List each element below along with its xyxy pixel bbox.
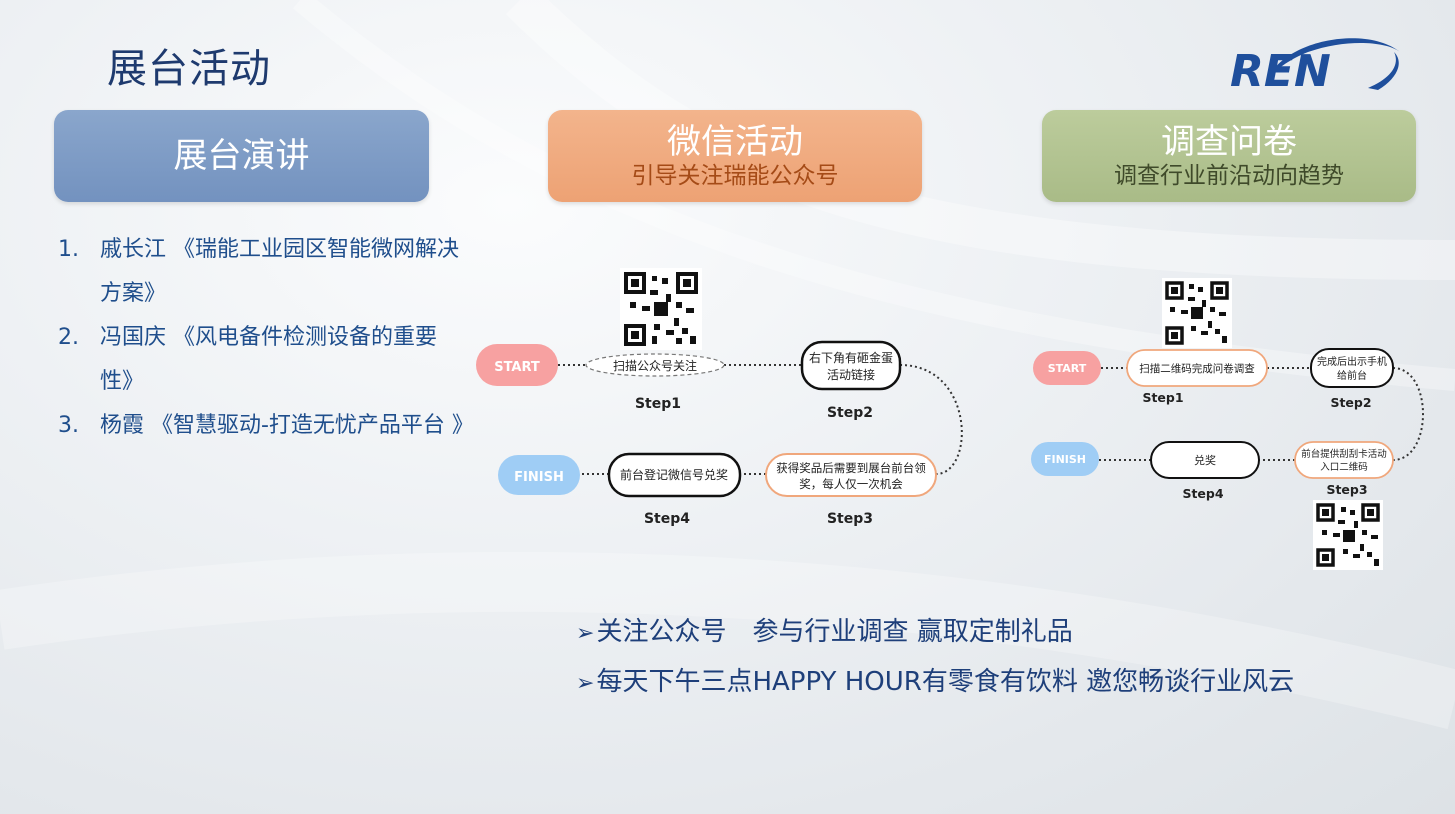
svg-text:Step4: Step4 (1182, 486, 1223, 501)
finish-pill (498, 455, 580, 495)
svg-text:Step3: Step3 (827, 511, 873, 527)
svg-text:FINISH: FINISH (1044, 453, 1086, 466)
section-subtitle: 调查行业前沿动向趋势 (1114, 163, 1344, 189)
finish-pill (1031, 442, 1099, 476)
svg-text:前台登记微信号兑奖: 前台登记微信号兑奖 (620, 467, 728, 482)
qr-code-icon (1162, 278, 1232, 348)
step1-node (1126, 349, 1268, 387)
svg-text:活动链接: 活动链接 (827, 367, 875, 382)
svg-text:START: START (494, 360, 540, 375)
section-subtitle: 引导关注瑞能公众号 (631, 163, 839, 189)
arrow-bullet-icon: ➢ (576, 621, 595, 646)
step2-node (1310, 348, 1394, 388)
svg-text:扫描公众号关注: 扫描公众号关注 (613, 358, 697, 373)
step3-node (1294, 441, 1394, 479)
section-title: 调查问卷 (1161, 122, 1297, 162)
svg-text:Step3: Step3 (1326, 482, 1367, 497)
svg-text:扫描二维码完成问卷调查: 扫描二维码完成问卷调查 (1139, 362, 1255, 375)
start-pill (476, 344, 558, 386)
promo-bullets: ➢关注公众号 参与行业调查 赢取定制礼品 ➢每天下午三点HAPPY HOUR有零… (576, 608, 1294, 708)
svg-text:奖，每人仅一次机会: 奖，每人仅一次机会 (799, 477, 903, 491)
step4-node (607, 452, 742, 498)
svg-text:Step1: Step1 (635, 396, 681, 412)
list-item: 2.冯国庆 《风电备件检测设备的重要性》 (58, 325, 437, 394)
arrow-bullet-icon: ➢ (576, 671, 595, 696)
section-header-booth-talks: 展台演讲 (54, 110, 429, 202)
step1-node (585, 353, 725, 377)
list-item: ➢关注公众号 参与行业调查 赢取定制礼品 (576, 617, 1073, 647)
svg-text:获得奖品后需要到展台前台领: 获得奖品后需要到展台前台领 (776, 461, 926, 475)
svg-text:完成后出示手机: 完成后出示手机 (1317, 355, 1387, 368)
svg-text:前台提供刮刮卡活动: 前台提供刮刮卡活动 (1301, 448, 1387, 460)
list-item: ➢每天下午三点HAPPY HOUR有零食有饮料 邀您畅谈行业风云 (576, 667, 1295, 697)
section-header-survey: 调查问卷 调查行业前沿动向趋势 (1042, 110, 1416, 202)
qr-code-icon (1313, 500, 1383, 570)
section-header-wechat: 微信活动 引导关注瑞能公众号 (548, 110, 922, 202)
qr-code-icon (620, 268, 702, 350)
step4-node (1150, 441, 1260, 479)
step2-node (800, 340, 902, 391)
wechat-flow-diagram: START 扫描公众号关注 Step1 右下角有砸金蛋 活动链接 Step2 获… (476, 268, 963, 527)
svg-text:兑奖: 兑奖 (1194, 453, 1216, 467)
section-title: 微信活动 (667, 122, 803, 162)
svg-text:Step4: Step4 (644, 511, 690, 527)
svg-text:REN: REN (1230, 46, 1331, 92)
section-title: 展台演讲 (173, 136, 310, 176)
svg-text:右下角有砸金蛋: 右下角有砸金蛋 (809, 350, 893, 365)
survey-flow-diagram: START 扫描二维码完成问卷调查 Step1 完成后出示手机 给前台 Step… (1031, 278, 1424, 570)
svg-text:入口二维码: 入口二维码 (1320, 461, 1368, 473)
page-title: 展台活动 (107, 46, 271, 92)
list-item: 3.杨霞 《智慧驱动-打造无忧产品平台 》 (58, 413, 474, 438)
svg-text:Step2: Step2 (1330, 395, 1371, 410)
svg-text:Step1: Step1 (1142, 390, 1183, 405)
svg-text:FINISH: FINISH (514, 470, 564, 485)
step3-node (765, 453, 937, 497)
start-pill (1033, 351, 1101, 385)
list-item: 1.戚长江 《瑞能工业园区智能微网解决方案》 (58, 237, 459, 306)
talk-list: 1.戚长江 《瑞能工业园区智能微网解决方案》 2.冯国庆 《风电备件检测设备的重… (58, 228, 474, 448)
svg-text:START: START (1048, 362, 1087, 375)
ren-logo-icon: REN (1230, 38, 1400, 92)
svg-text:给前台: 给前台 (1337, 369, 1367, 382)
svg-text:Step2: Step2 (827, 405, 873, 421)
